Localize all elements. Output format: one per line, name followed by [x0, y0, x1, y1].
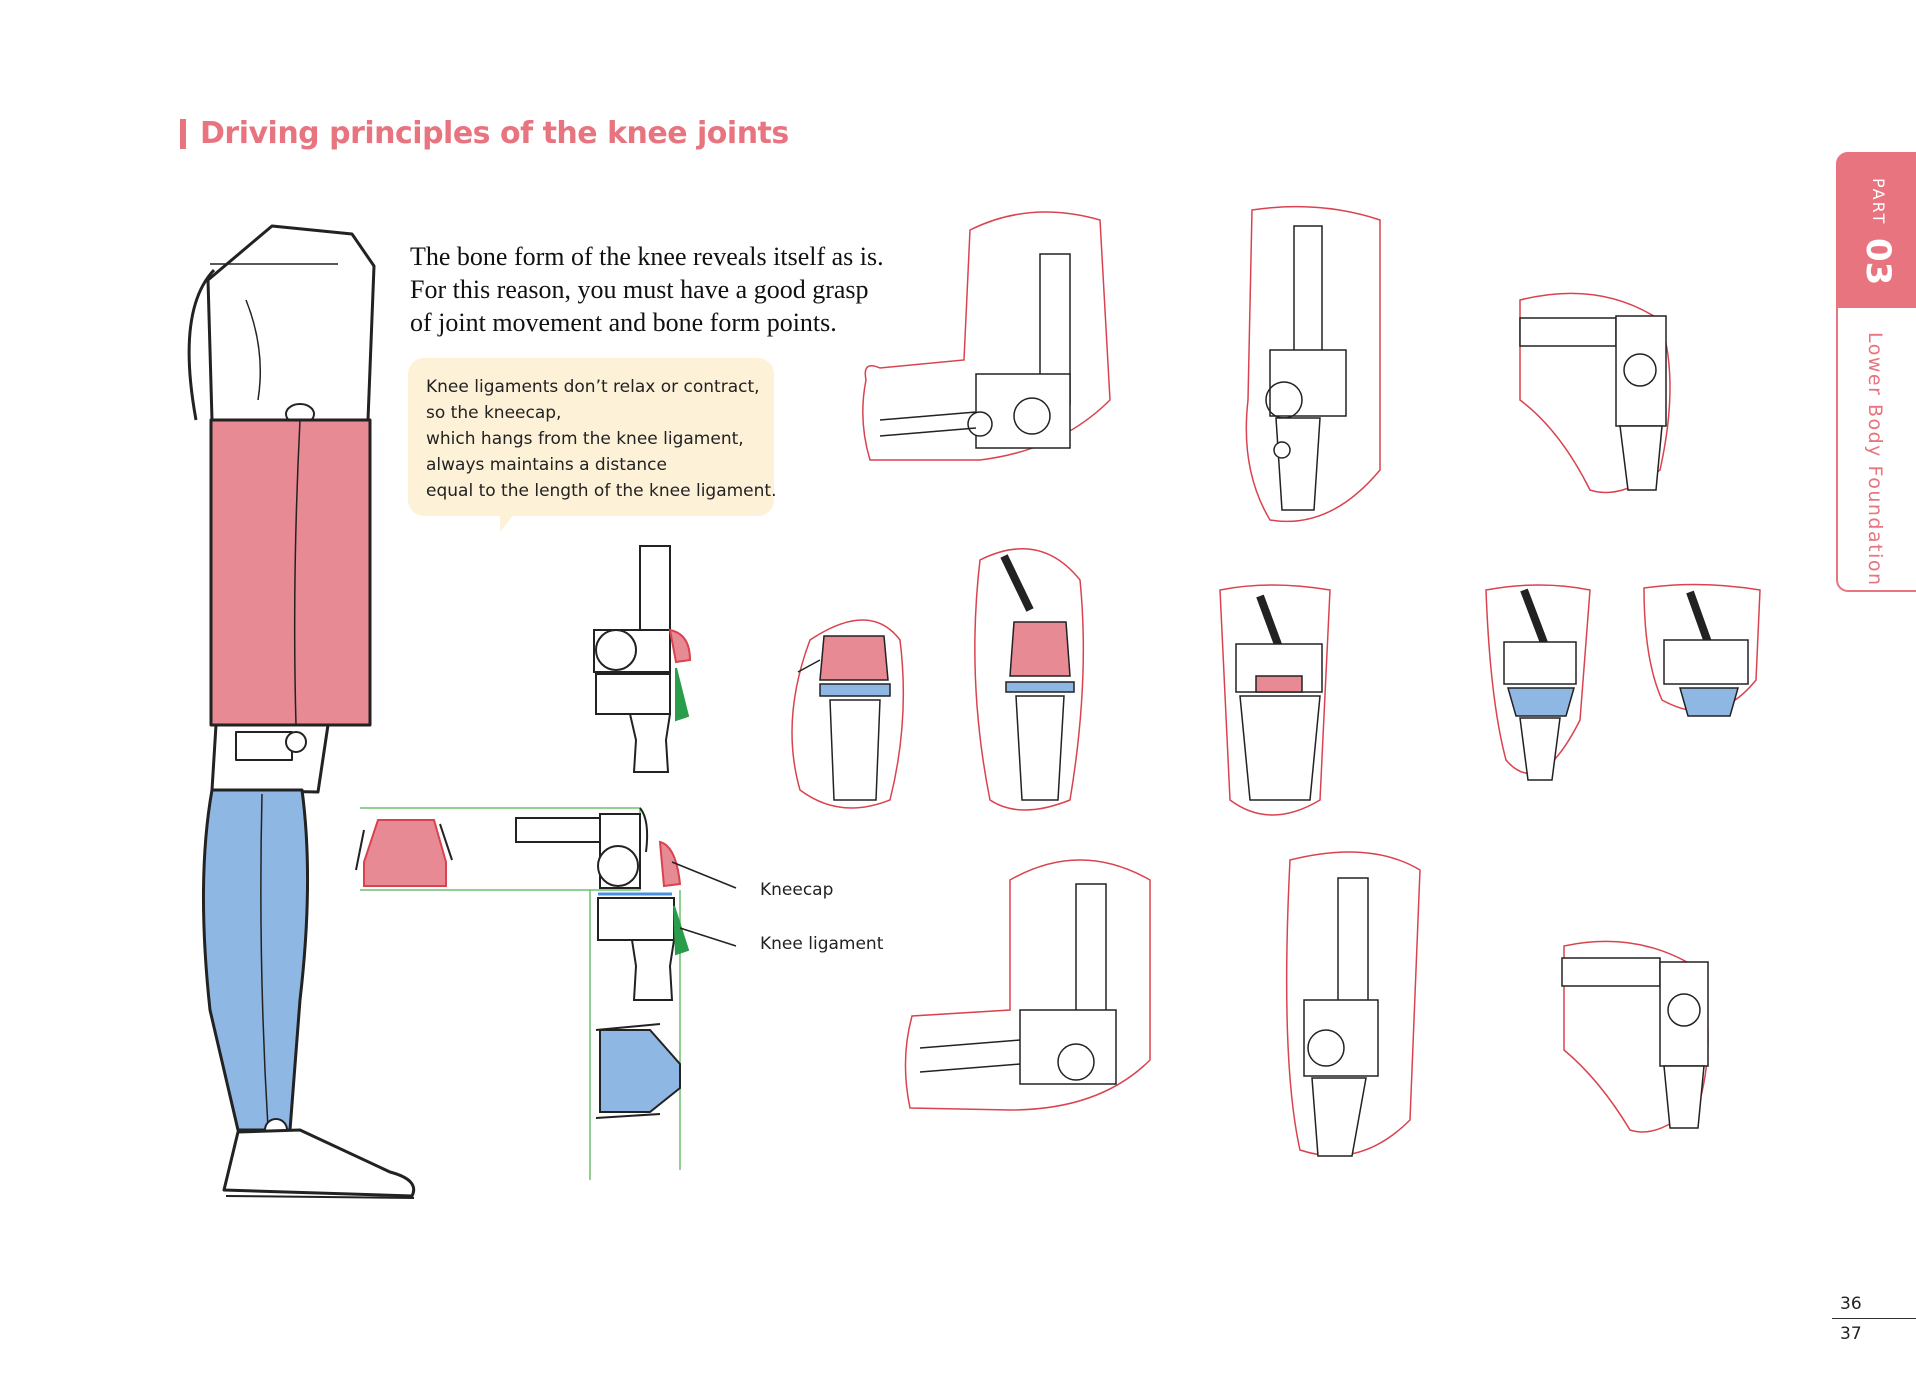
- intro-line: of joint movement and bone form points.: [410, 308, 837, 337]
- page-number-left: 36: [1832, 1290, 1916, 1319]
- callout-line: equal to the length of the knee ligament…: [426, 481, 777, 501]
- knee-sketch-front-patella-blue-a: [1485, 584, 1591, 781]
- knee-sketch-bent-side-lower: [904, 859, 1151, 1111]
- knee-sketch-bent-front-lower: [1285, 851, 1421, 1157]
- part-number: 03: [1858, 238, 1898, 286]
- callout-line: always maintains a distance: [426, 455, 667, 475]
- heading-bar: [180, 118, 186, 149]
- section-heading: Driving principles of the knee joints: [180, 116, 789, 151]
- knee-sketch-bent-front: [1245, 205, 1381, 523]
- knee-sketch-bent-three-quarter: [1519, 292, 1671, 494]
- page-number-right: 37: [1840, 1324, 1862, 1344]
- leg-side-view-drawing: [187, 224, 416, 1199]
- knee-ligament-label: Knee ligament: [760, 934, 884, 954]
- section-title-vertical: Lower Body Foundation: [1864, 332, 1886, 587]
- part-label: PART 03: [1858, 178, 1898, 286]
- speech-bubble-tail: [500, 514, 520, 532]
- kneecap-label: Kneecap: [760, 880, 834, 900]
- chapter-side-tab: PART 03 Lower Body Foundation: [1836, 152, 1916, 592]
- intro-line: The bone form of the knee reveals itself…: [410, 242, 884, 271]
- page-numbers: 36 37: [1832, 1290, 1916, 1349]
- part-word: PART: [1869, 178, 1888, 226]
- knee-sketch-bent-side: [862, 211, 1111, 461]
- speech-bubble-note: Knee ligaments don’t relax or contract, …: [408, 358, 777, 516]
- knee-sketch-front-patella-blue-b: [1643, 583, 1761, 717]
- callout-line: so the kneecap,: [426, 403, 562, 423]
- knee-sketch-front-kneecap-c: [1219, 584, 1331, 816]
- knee-sketch-front-kneecap-a: [791, 619, 905, 809]
- part-badge: [1836, 152, 1916, 308]
- knee-sketch-front-kneecap-b: [974, 548, 1085, 811]
- knee-sketch-bent-three-quarter-lower: [1561, 940, 1709, 1133]
- knee-side-diagram-upper: [593, 545, 692, 773]
- callout-line: which hangs from the knee ligament,: [426, 429, 744, 449]
- kneecap-ligament-diagram: [355, 807, 737, 1180]
- intro-line: For this reason, you must have a good gr…: [410, 275, 869, 304]
- intro-paragraph: The bone form of the knee reveals itself…: [410, 240, 930, 339]
- callout-line: Knee ligaments don’t relax or contract,: [426, 377, 760, 397]
- heading-title: Driving principles of the knee joints: [200, 116, 789, 151]
